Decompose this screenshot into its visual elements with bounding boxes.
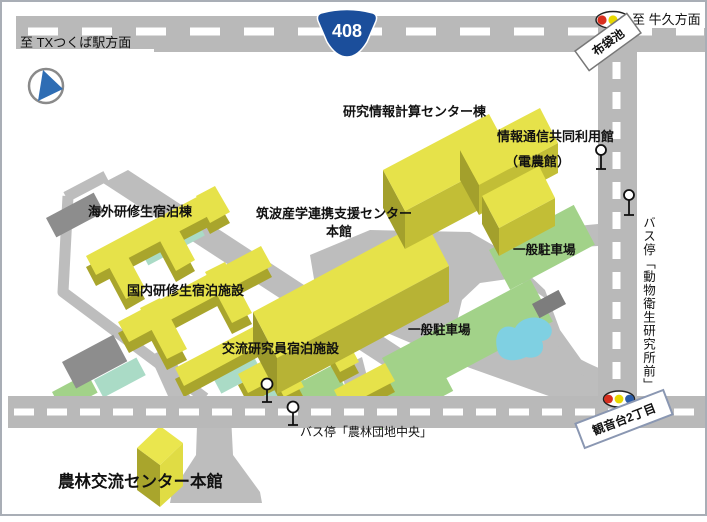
bus-stop-pin-dobutsu <box>623 189 635 216</box>
label-tsukuba-sangaku-1: 筑波産学連携支援センター <box>256 206 412 221</box>
road-edge-line <box>16 49 154 52</box>
bus-stop-pins <box>260 144 635 426</box>
route-shield-408: 408 <box>316 8 378 58</box>
bus-stop-pin-norin-south <box>286 400 300 426</box>
building-denno-kan <box>482 166 555 256</box>
label-bus-stop-norin: バス停「農林団地中央」 <box>300 424 432 439</box>
pond <box>496 317 552 361</box>
building-labels: 研究情報計算センター棟 情報通信共同利用館 （電農館） 筑波産学連携支援センター… <box>58 104 614 491</box>
direction-tsukuba-label: 至 TXつくば駅方面 <box>20 35 131 50</box>
parking-area-1 <box>489 204 595 290</box>
direction-ushiku-bg <box>628 10 707 28</box>
label-bus-stop-dobutsu: バス停「動物衛生研究所前」 <box>641 216 655 392</box>
label-overseas-lodging: 海外研修生宿泊棟 <box>88 204 193 219</box>
south-access-road <box>170 396 262 503</box>
label-info-comm-hall: 情報通信共同利用館 <box>497 129 614 144</box>
label-parking-1: 一般駐車場 <box>513 242 576 257</box>
compass-icon <box>27 67 65 105</box>
bus-stop-pin-denno <box>595 144 607 170</box>
bus-stop-pin-norin-north <box>260 377 274 403</box>
label-norin-center: 農林交流センター本館 <box>58 471 223 491</box>
direction-ushiku-label: 至 牛久方面 <box>632 12 701 27</box>
building-norin-center <box>137 426 183 507</box>
label-exchange-lodging: 交流研究員宿泊施設 <box>222 341 340 356</box>
route-shield-shape <box>316 8 378 58</box>
label-denno-kan: （電農館） <box>505 154 570 169</box>
label-domestic-lodging: 国内研修生宿泊施設 <box>127 283 245 298</box>
label-research-info-center: 研究情報計算センター棟 <box>343 104 487 119</box>
label-parking-2: 一般駐車場 <box>408 322 471 337</box>
loop-road-spur <box>63 171 109 202</box>
route-shield-number: 408 <box>332 21 362 41</box>
building-tsukuba-sangaku <box>253 220 449 394</box>
gray-buildings <box>46 192 566 389</box>
label-tsukuba-sangaku-2: 本館 <box>326 224 352 239</box>
